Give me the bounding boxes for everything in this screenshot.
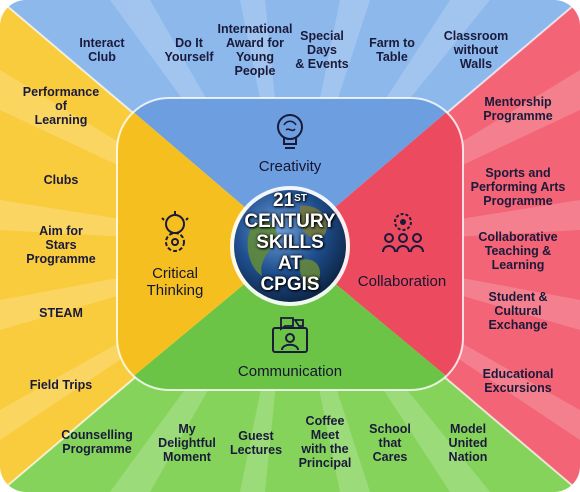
center-title-line4: AT [278,253,302,274]
bottom-item: Counselling Programme [61,428,133,456]
team-gear-icon [382,213,424,253]
top-item: Special Days & Events [295,29,349,71]
right-item: Collaborative Teaching & Learning [478,230,558,272]
hub-communication: Communication [237,363,343,380]
left-item: STEAM [39,306,83,320]
bottom-item: My Delightful Moment [158,422,216,464]
left-item: Aim for Stars Programme [26,224,96,266]
center-title-line2: CENTURY [244,211,336,232]
center-title-number: 21 [273,190,295,211]
top-item: International Award for Young People [217,22,293,78]
center-title-line5: CPGIS [260,274,320,295]
bottom-item: Coffee Meet with the Principal [298,414,352,470]
lightbulb-gear-icon [161,211,189,252]
hub-creativity: Creativity [258,158,322,175]
lightbulb-icon [277,114,303,149]
hub-collaboration: Collaboration [357,273,447,290]
right-item: Mentorship Programme [483,95,553,123]
right-item: Educational Excursions [482,367,554,395]
top-item: Do It Yourself [164,36,214,64]
left-item: Field Trips [29,378,93,392]
right-item: Sports and Performing Arts Programme [470,166,566,208]
top-item: Classroom without Walls [443,29,509,71]
center-title: 21ST CENTURY SKILLS AT CPGIS [228,190,352,295]
hub-critical-thinking: Critical Thinking [146,265,204,299]
top-item: Interact Club [79,36,125,64]
presentation-chat-icon [272,317,308,353]
bottom-item: Model United Nation [448,422,488,464]
left-item: Performance of Learning [22,85,100,127]
right-item: Student & Cultural Exchange [488,290,548,332]
bottom-item: School that Cares [369,422,411,464]
left-item: Clubs [43,173,79,187]
center-title-line3: SKILLS [256,232,324,253]
top-item: Farm to Table [369,36,415,64]
center-title-suffix: ST [294,193,307,204]
bottom-item: Guest Lectures [229,429,283,457]
